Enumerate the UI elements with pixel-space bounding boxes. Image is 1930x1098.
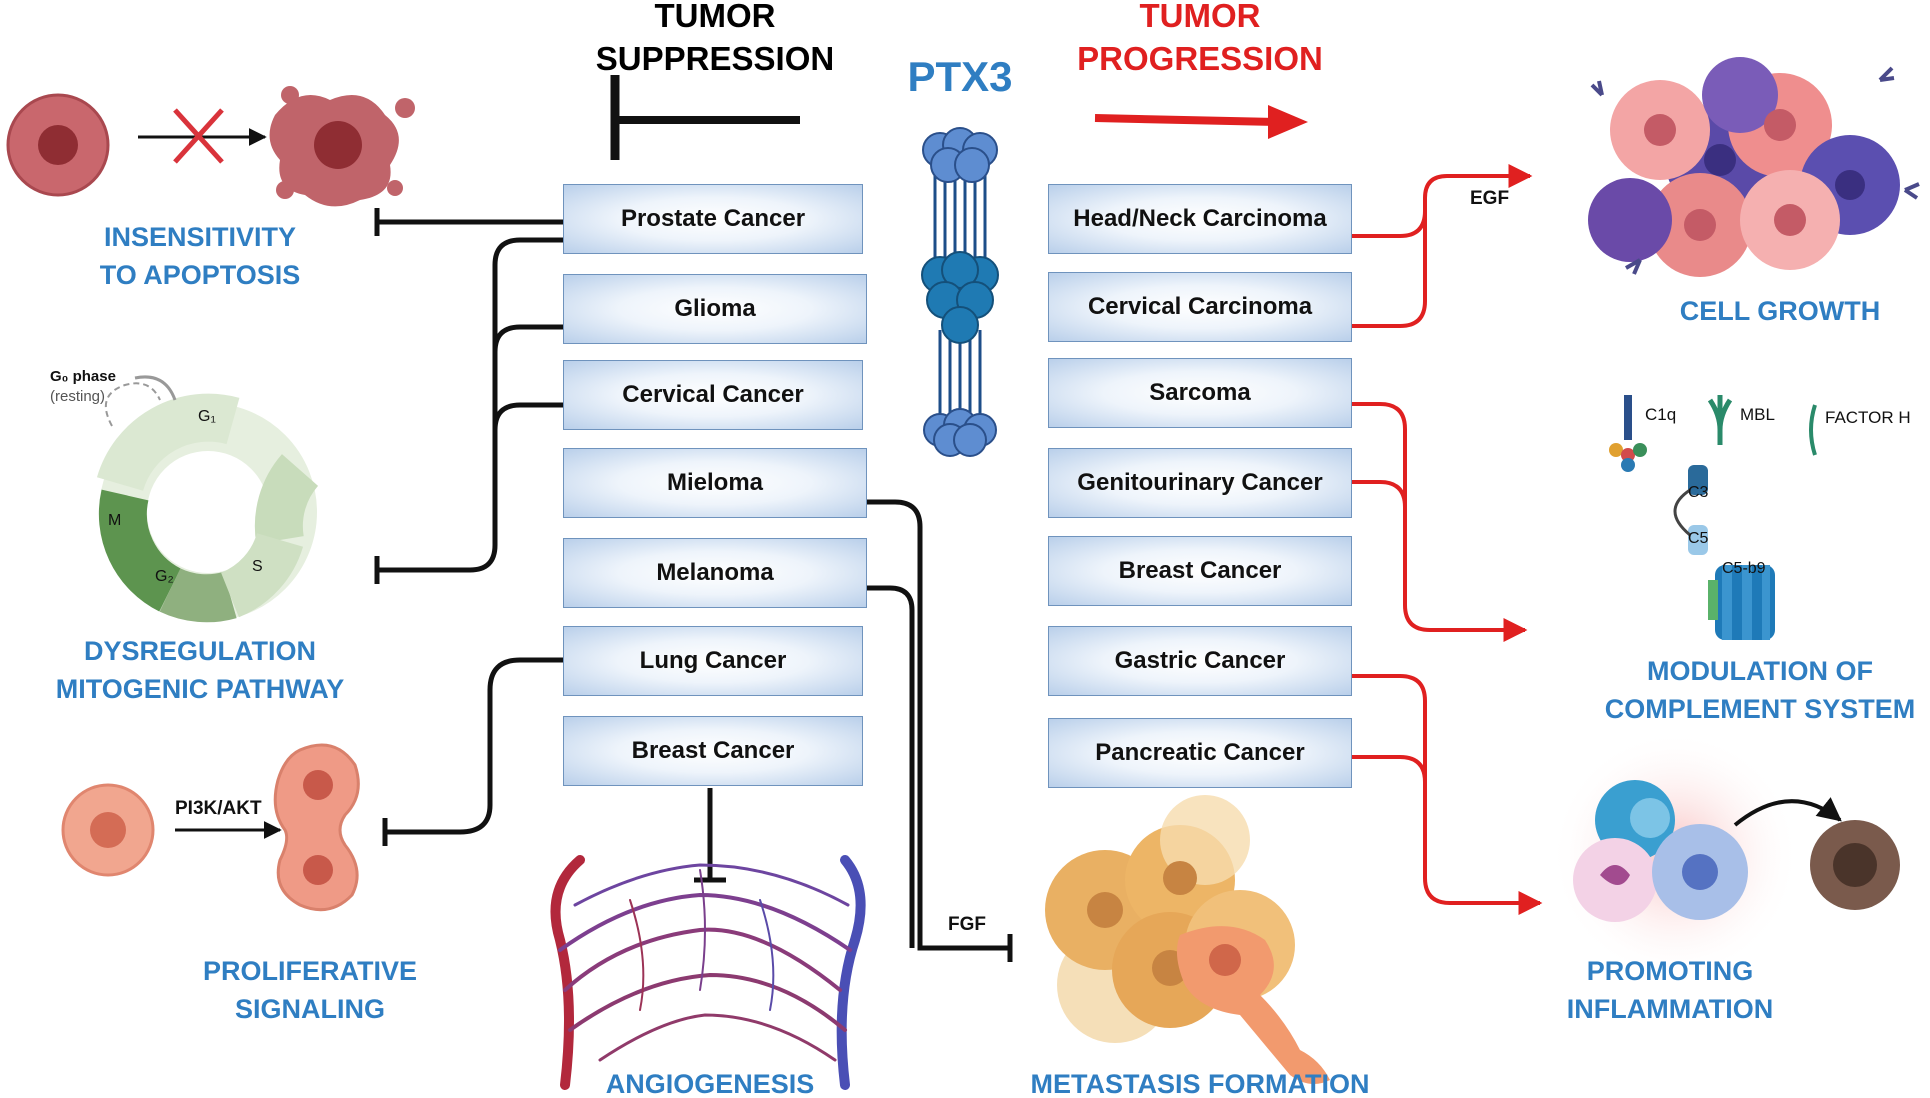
progression-heading-line2: PROGRESSION xyxy=(1077,40,1323,77)
inflammation-illustration xyxy=(1550,730,1900,980)
progression-cancer-cervical: Cervical Carcinoma xyxy=(1048,272,1352,342)
fgf-label: FGF xyxy=(948,914,986,935)
outcome-apoptosis-line1: INSENSITIVITY xyxy=(103,222,297,252)
outcome-complement-line2: COMPLEMENT SYSTEM xyxy=(1604,694,1916,724)
progression-cancer-breast: Breast Cancer xyxy=(1048,536,1352,606)
outcome-mitogenic-line2: MITOGENIC PATHWAY xyxy=(55,674,345,704)
suppression-heading-line2: SUPPRESSION xyxy=(595,40,835,77)
outcome-inflammation-line1: PROMOTING xyxy=(1586,956,1754,986)
complement-illustration xyxy=(1609,395,1817,640)
resting-label: (resting) xyxy=(50,388,106,405)
suppression-cancer-mieloma: Mieloma xyxy=(563,448,867,518)
g1-label: G₁ xyxy=(198,408,216,425)
suppression-cancer-prostate: Prostate Cancer xyxy=(563,184,863,254)
proliferation-illustration xyxy=(61,743,360,912)
factor-h-label: FACTOR H xyxy=(1825,408,1911,427)
c1q-label: C1q xyxy=(1645,405,1677,424)
progression-arrow xyxy=(1094,105,1308,139)
c5b9-label: C5-b9 xyxy=(1722,560,1766,577)
progression-heading-line1: TUMOR xyxy=(1139,0,1261,34)
suppression-cancer-lung: Lung Cancer xyxy=(563,626,863,696)
outcome-angiogenesis: ANGIOGENESIS xyxy=(605,1069,815,1098)
egf-label: EGF xyxy=(1470,188,1510,209)
outcome-cell-growth: CELL GROWTH xyxy=(1679,296,1881,326)
outcome-complement-line1: MODULATION OF xyxy=(1647,656,1873,686)
outcome-apoptosis-line2: TO APOPTOSIS xyxy=(99,260,301,290)
suppression-heading-line1: TUMOR xyxy=(654,0,776,34)
progression-cancer-genitourinary: Genitourinary Cancer xyxy=(1048,448,1352,518)
s-label: S xyxy=(252,558,263,575)
ptx3-molecule-icon xyxy=(921,127,999,457)
outcome-metastasis: METASTASIS FORMATION xyxy=(1030,1069,1370,1098)
suppression-cancer-melanoma: Melanoma xyxy=(563,538,867,608)
angiogenesis-illustration xyxy=(550,855,866,1090)
progression-cancer-head-neck: Head/Neck Carcinoma xyxy=(1048,184,1352,254)
outcome-proliferative-line1: PROLIFERATIVE xyxy=(202,956,417,986)
outcome-proliferative-line2: SIGNALING xyxy=(234,994,385,1024)
ptx3-label: PTX3 xyxy=(907,53,1013,100)
suppression-cancer-glioma: Glioma xyxy=(563,274,867,344)
cell-growth-illustration xyxy=(1588,57,1920,277)
outcome-mitogenic-line1: DYSREGULATION xyxy=(83,636,316,666)
g0-phase-label: G₀ phase xyxy=(50,368,116,385)
progression-cancer-gastric: Gastric Cancer xyxy=(1048,626,1352,696)
suppression-cancer-cervical: Cervical Cancer xyxy=(563,360,863,430)
m-label: M xyxy=(108,512,122,529)
progression-connectors xyxy=(1352,164,1543,915)
pi3k-akt-label: PI3K/AKT xyxy=(175,798,262,819)
progression-cancer-pancreatic: Pancreatic Cancer xyxy=(1048,718,1352,788)
apoptosis-illustration xyxy=(6,86,415,207)
cell-cycle-illustration xyxy=(96,375,319,623)
suppression-connectors xyxy=(374,208,1013,962)
suppression-symbol xyxy=(610,75,800,160)
g2-label: G₂ xyxy=(155,568,174,585)
suppression-cancer-breast: Breast Cancer xyxy=(563,716,863,786)
c3-label: C3 xyxy=(1688,484,1709,501)
c5-label: C5 xyxy=(1688,530,1709,547)
mbl-label: MBL xyxy=(1740,405,1775,424)
outcome-inflammation-line2: INFLAMMATION xyxy=(1566,994,1774,1024)
progression-cancer-sarcoma: Sarcoma xyxy=(1048,358,1352,428)
metastasis-illustration xyxy=(1045,795,1330,1084)
